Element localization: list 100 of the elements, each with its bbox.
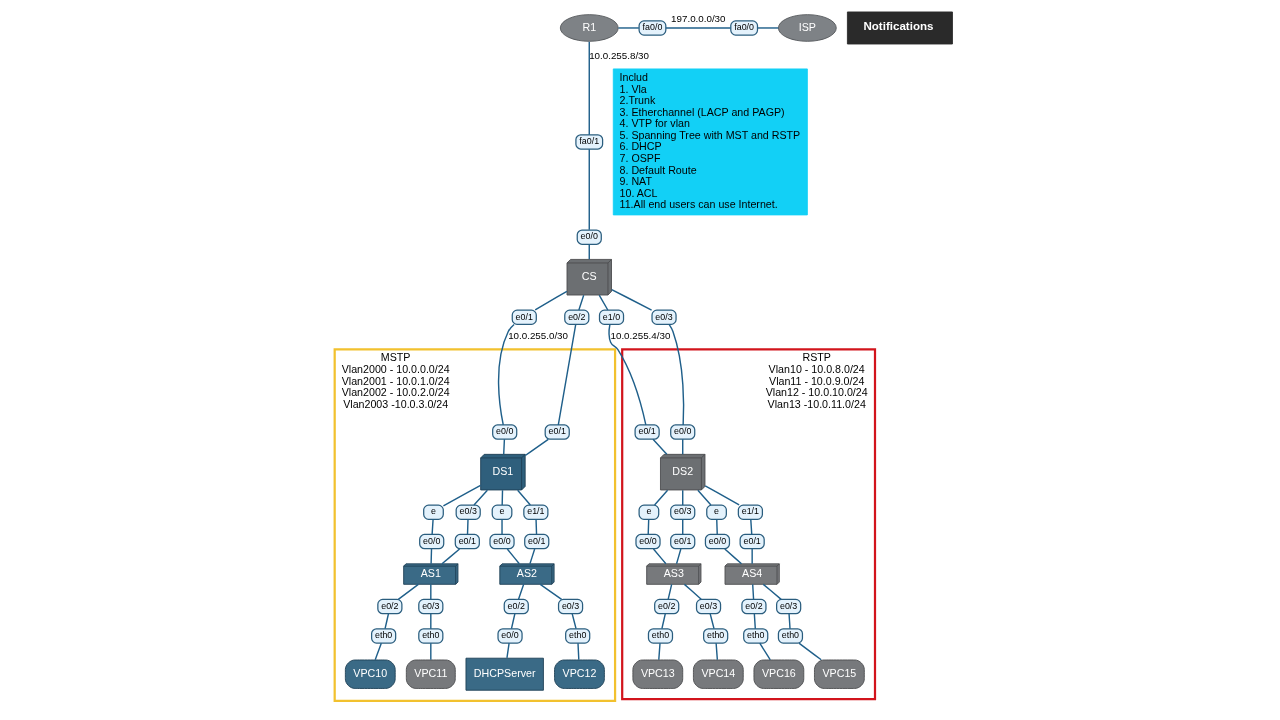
- connector: [577, 642, 580, 661]
- node-ellipse: ISP: [777, 14, 837, 42]
- connector: [442, 484, 482, 507]
- node-box: e1/1: [737, 504, 763, 520]
- connector: [709, 613, 715, 630]
- node-box: VPC13: [632, 659, 684, 689]
- node-box: eth0: [703, 628, 729, 644]
- node-box: e0/1: [670, 533, 696, 550]
- connector: [524, 438, 549, 457]
- connector: [762, 583, 782, 601]
- connector: [430, 548, 433, 565]
- edge-label: 10.0.255.0/30: [508, 330, 568, 342]
- node-box: e0/3: [557, 598, 584, 615]
- node-box: e: [706, 504, 727, 520]
- node-box: eth0: [743, 628, 769, 644]
- node-box: e0/1: [511, 309, 537, 325]
- connector: [652, 438, 668, 455]
- connector: [667, 583, 673, 600]
- node-box: e0/1: [634, 424, 660, 440]
- node-box: e0/2: [503, 598, 529, 615]
- connector: [516, 489, 532, 506]
- connector: [578, 294, 585, 311]
- connector: [529, 548, 536, 565]
- connector: [652, 548, 667, 565]
- connector: [503, 438, 506, 455]
- node-box: e: [638, 504, 660, 520]
- connector: [430, 613, 432, 630]
- node-box: eth0: [565, 628, 591, 644]
- node-box: VPC10: [344, 659, 396, 689]
- node-box: e1/0: [598, 309, 625, 325]
- node-box: e0/2: [741, 598, 767, 615]
- node-box: eth0: [647, 628, 674, 644]
- connector: [683, 583, 702, 600]
- connector: [539, 583, 563, 601]
- node-box: VPC15: [814, 659, 865, 689]
- node-box: eth0: [418, 628, 444, 644]
- connector: [473, 489, 489, 506]
- connector: [374, 642, 383, 661]
- connector: [497, 323, 515, 426]
- node-box: e0/1: [524, 533, 550, 550]
- node-box: VPC12: [554, 659, 605, 689]
- node-box: e0/0: [419, 533, 445, 550]
- connector: [798, 642, 822, 661]
- node-box: fa0/1: [575, 134, 604, 150]
- connector: [750, 518, 753, 536]
- node-box: VPC14: [692, 659, 744, 689]
- node-box: e0/1: [454, 533, 480, 550]
- connector: [675, 548, 682, 565]
- connector: [608, 324, 647, 426]
- node-box: e0/3: [695, 598, 722, 615]
- connector: [665, 27, 732, 29]
- node-box: eth0: [371, 628, 397, 644]
- node-box: e0/3: [455, 504, 481, 520]
- connector: [431, 518, 434, 536]
- node-box: e: [423, 504, 444, 520]
- connector: [430, 642, 432, 661]
- connector: [466, 518, 469, 536]
- connector: [501, 518, 503, 536]
- node-box: e0/3: [776, 598, 802, 615]
- node-box: fa0/0: [730, 20, 759, 36]
- connector: [397, 583, 419, 601]
- connector: [506, 548, 520, 565]
- node-box: e0/2: [377, 598, 403, 615]
- node-box: e0/2: [564, 309, 590, 325]
- node-box: e0/0: [670, 424, 696, 440]
- connector: [716, 518, 718, 536]
- node-box: e0/0: [497, 628, 523, 644]
- node-box: e0/3: [670, 504, 696, 520]
- connector: [535, 518, 538, 536]
- connector: [611, 288, 653, 311]
- connector: [588, 148, 590, 231]
- node-box: Includ 1. Vla 2.Trunk 3. Etherchannel (LACP and PAGP) 4. VTP for vlan 5. Spanning Tree with MST and RSTP 6. DHCP 7. OSPF 8. Default Route 9. NAT 10. ACL 11.All end users can use Internet.: [612, 68, 808, 216]
- connector: [384, 613, 390, 630]
- connector: [753, 613, 756, 630]
- node-box: Notifications: [846, 11, 953, 45]
- connector: [697, 489, 712, 506]
- connector: [752, 583, 755, 600]
- connector: [715, 642, 719, 661]
- node-box: e: [491, 504, 513, 520]
- connector: [510, 613, 516, 630]
- connector: [724, 548, 743, 565]
- connector: [788, 613, 791, 630]
- node-box: e0/0: [489, 533, 515, 550]
- node-box: e0/1: [739, 533, 765, 550]
- node-box: VPC11: [405, 659, 456, 689]
- connector: [534, 290, 568, 311]
- connector: [653, 489, 669, 506]
- connector: [757, 27, 779, 29]
- node-box: VPC16: [753, 659, 805, 689]
- connector: [668, 323, 685, 426]
- connector: [661, 613, 666, 630]
- node-box: e0/3: [418, 598, 444, 615]
- node-box: e1/1: [523, 504, 549, 520]
- edge-label: 10.0.255.4/30: [610, 330, 671, 342]
- node-box: e0/0: [635, 533, 661, 550]
- node-box: e0/0: [576, 229, 602, 245]
- node-box: eth0: [777, 628, 804, 644]
- connector: [441, 548, 461, 565]
- connector: [571, 613, 577, 630]
- connector: [506, 642, 510, 659]
